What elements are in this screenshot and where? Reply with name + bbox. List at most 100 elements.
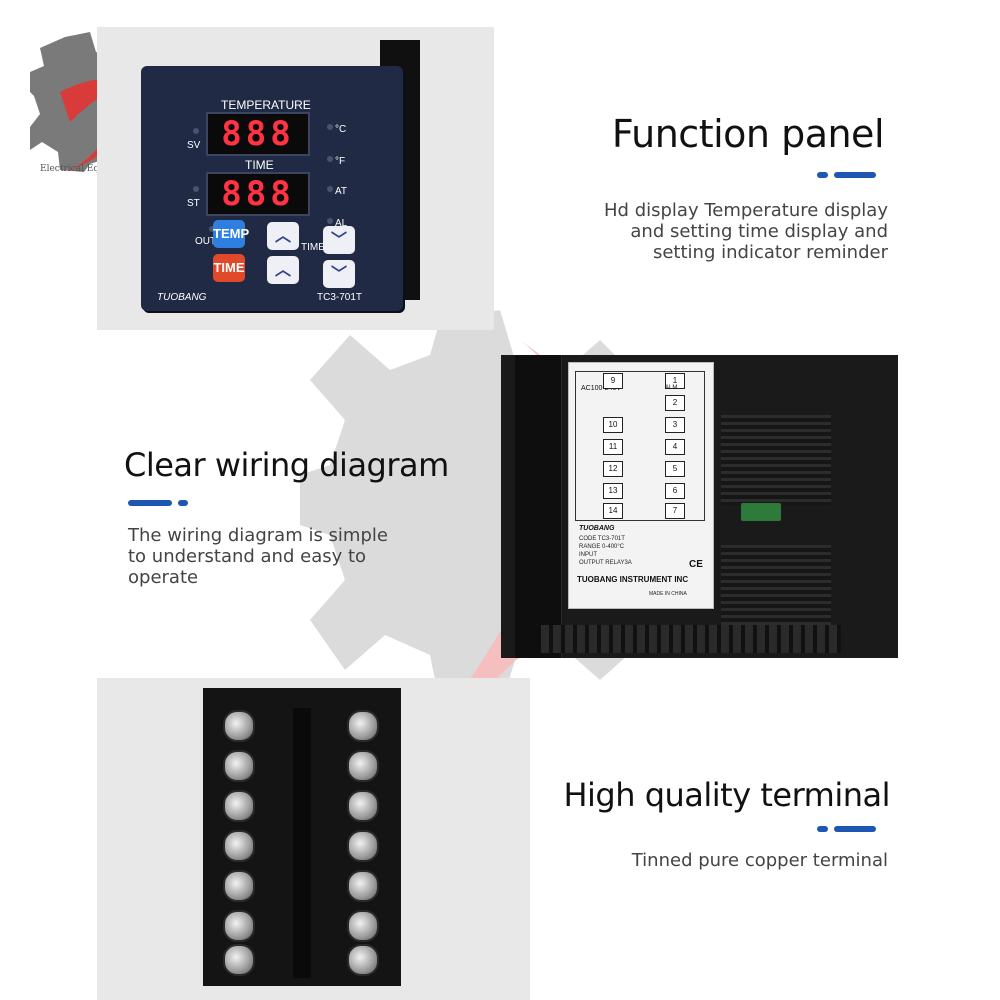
terminal-label-right: 2 [665, 395, 685, 411]
terminal-screw [347, 910, 379, 942]
temperature-display: 888 [206, 112, 310, 156]
controller-brand: TUOBANG [157, 292, 207, 303]
time-down-button[interactable]: ﹀ [323, 260, 355, 288]
terminal-label-right: 7 [665, 503, 685, 519]
chevron-up-icon: ︿ [274, 260, 291, 279]
wiring-diagram-title: Clear wiring diagram [124, 446, 449, 484]
terminal-label-right: 6 [665, 483, 685, 499]
power-rating: AC100-240V [581, 385, 622, 392]
range-value: 0-400°C [602, 544, 625, 550]
made-in-label: MADE IN CHINA [649, 591, 687, 597]
terminal-title: High quality terminal [563, 776, 890, 814]
terminal-label-right: 3 [665, 417, 685, 433]
time-button[interactable]: TIME [213, 254, 245, 282]
terminal-screw [347, 830, 379, 862]
ce-mark-icon: CE [689, 559, 703, 570]
time-up-button[interactable]: ︿ [267, 256, 299, 284]
terminal-label-right: 5 [665, 461, 685, 477]
label-company: TUOBANG INSTRUMENT INC [577, 575, 689, 584]
terminal-screw [347, 790, 379, 822]
output-label: OUTPUT [579, 560, 604, 566]
terminal-label-right: 4 [665, 439, 685, 455]
bottom-vent-slots [541, 625, 841, 653]
wiring-diagram-description: The wiring diagram is simple to understa… [128, 525, 388, 588]
temp-button[interactable]: TEMP [213, 220, 249, 248]
range-label: RANGE [579, 544, 601, 550]
description-line: The wiring diagram is simple [128, 525, 388, 546]
terminal-screw [223, 790, 255, 822]
description-line: operate [128, 567, 199, 588]
description-line: to understand and easy to [128, 546, 367, 567]
temperature-label: TEMPERATURE [221, 98, 311, 112]
code-value: TC3-701T [597, 536, 625, 542]
terminal-screw [223, 830, 255, 862]
terminal-screw [347, 750, 379, 782]
terminal-label-right: 1 [665, 373, 685, 389]
description-line: Tinned pure copper terminal [631, 850, 888, 871]
out-label: OUT [195, 236, 217, 247]
terminal-column [515, 355, 562, 658]
terminal-screw [223, 710, 255, 742]
celsius-label: °C [335, 124, 347, 135]
input-label: INPUT [579, 552, 597, 558]
terminal-label-left: 11 [603, 439, 623, 455]
terminal-screw [223, 750, 255, 782]
terminal-label-left: 12 [603, 461, 623, 477]
fahrenheit-indicator [327, 156, 333, 162]
function-panel-title: Function panel [611, 112, 885, 156]
code-label: CODE [579, 536, 597, 542]
description-line: and setting time display and [630, 221, 888, 242]
vent-slots-bottom [721, 545, 831, 635]
temp-up-button[interactable]: ︿ [267, 222, 299, 250]
fahrenheit-label: °F [335, 156, 346, 167]
terminal-label-left: 10 [603, 417, 623, 433]
out-indicator [209, 226, 215, 232]
chevron-down-icon: ﹀ [330, 230, 347, 249]
st-indicator [193, 186, 199, 192]
output-value: RELAY3A [605, 560, 632, 566]
at-label: AT [335, 186, 348, 197]
sv-label: SV [187, 140, 201, 151]
accent-dash-long [834, 826, 876, 832]
celsius-indicator [327, 124, 333, 130]
terminal-label-left: 9 [603, 373, 623, 389]
sv-indicator [193, 128, 199, 134]
terminal-screw [347, 870, 379, 902]
accent-dash-short [817, 172, 828, 178]
st-label: ST [187, 198, 200, 209]
wiring-schematic-box [575, 371, 705, 521]
chevron-up-icon: ︿ [274, 226, 291, 245]
terminal-screw [223, 910, 255, 942]
chevron-down-icon: ﹀ [330, 264, 347, 283]
controller-model: TC3-701T [317, 292, 363, 303]
accent-dash-short [178, 500, 188, 506]
al-label: AL [335, 218, 348, 229]
accent-dash-short [817, 826, 828, 832]
terminal-screw [223, 944, 255, 976]
accent-dash-long [834, 172, 876, 178]
terminal-label-left: 14 [603, 503, 623, 519]
terminal-block [203, 688, 401, 986]
temp-down-button[interactable]: ﹀ [323, 226, 355, 254]
function-panel-description: Hd display Temperature display and setti… [604, 200, 888, 263]
label-specs: CODE TC3-701T RANGE 0-400°C INPUT OUTPUT… [579, 535, 699, 567]
vent-slots-top [721, 415, 831, 505]
description-line: setting indicator reminder [652, 242, 888, 263]
wiring-label-sticker: AC100-240V 9 10 11 12 13 14 1 ALM 2 3 4 … [568, 362, 714, 609]
terminal-divider [293, 708, 311, 978]
time-display: 888 [206, 172, 310, 216]
label-brand: TUOBANG [579, 525, 615, 532]
terminal-description: Tinned pure copper terminal [632, 850, 888, 871]
accent-dash-long [128, 500, 172, 506]
alm-label: ALM [665, 385, 678, 391]
description-line: Hd display Temperature display [604, 200, 888, 221]
terminal-label-left: 13 [603, 483, 623, 499]
terminal-screw [347, 710, 379, 742]
at-indicator [327, 186, 333, 192]
terminal-screw [223, 870, 255, 902]
temperature-controller-front: TEMPERATURE 888 TIME 888 SV ST °C °F AT … [141, 66, 403, 311]
al-indicator [327, 218, 333, 224]
terminal-screw [347, 944, 379, 976]
time-label: TIME [245, 158, 274, 172]
time-side-label: TIME [301, 242, 325, 253]
